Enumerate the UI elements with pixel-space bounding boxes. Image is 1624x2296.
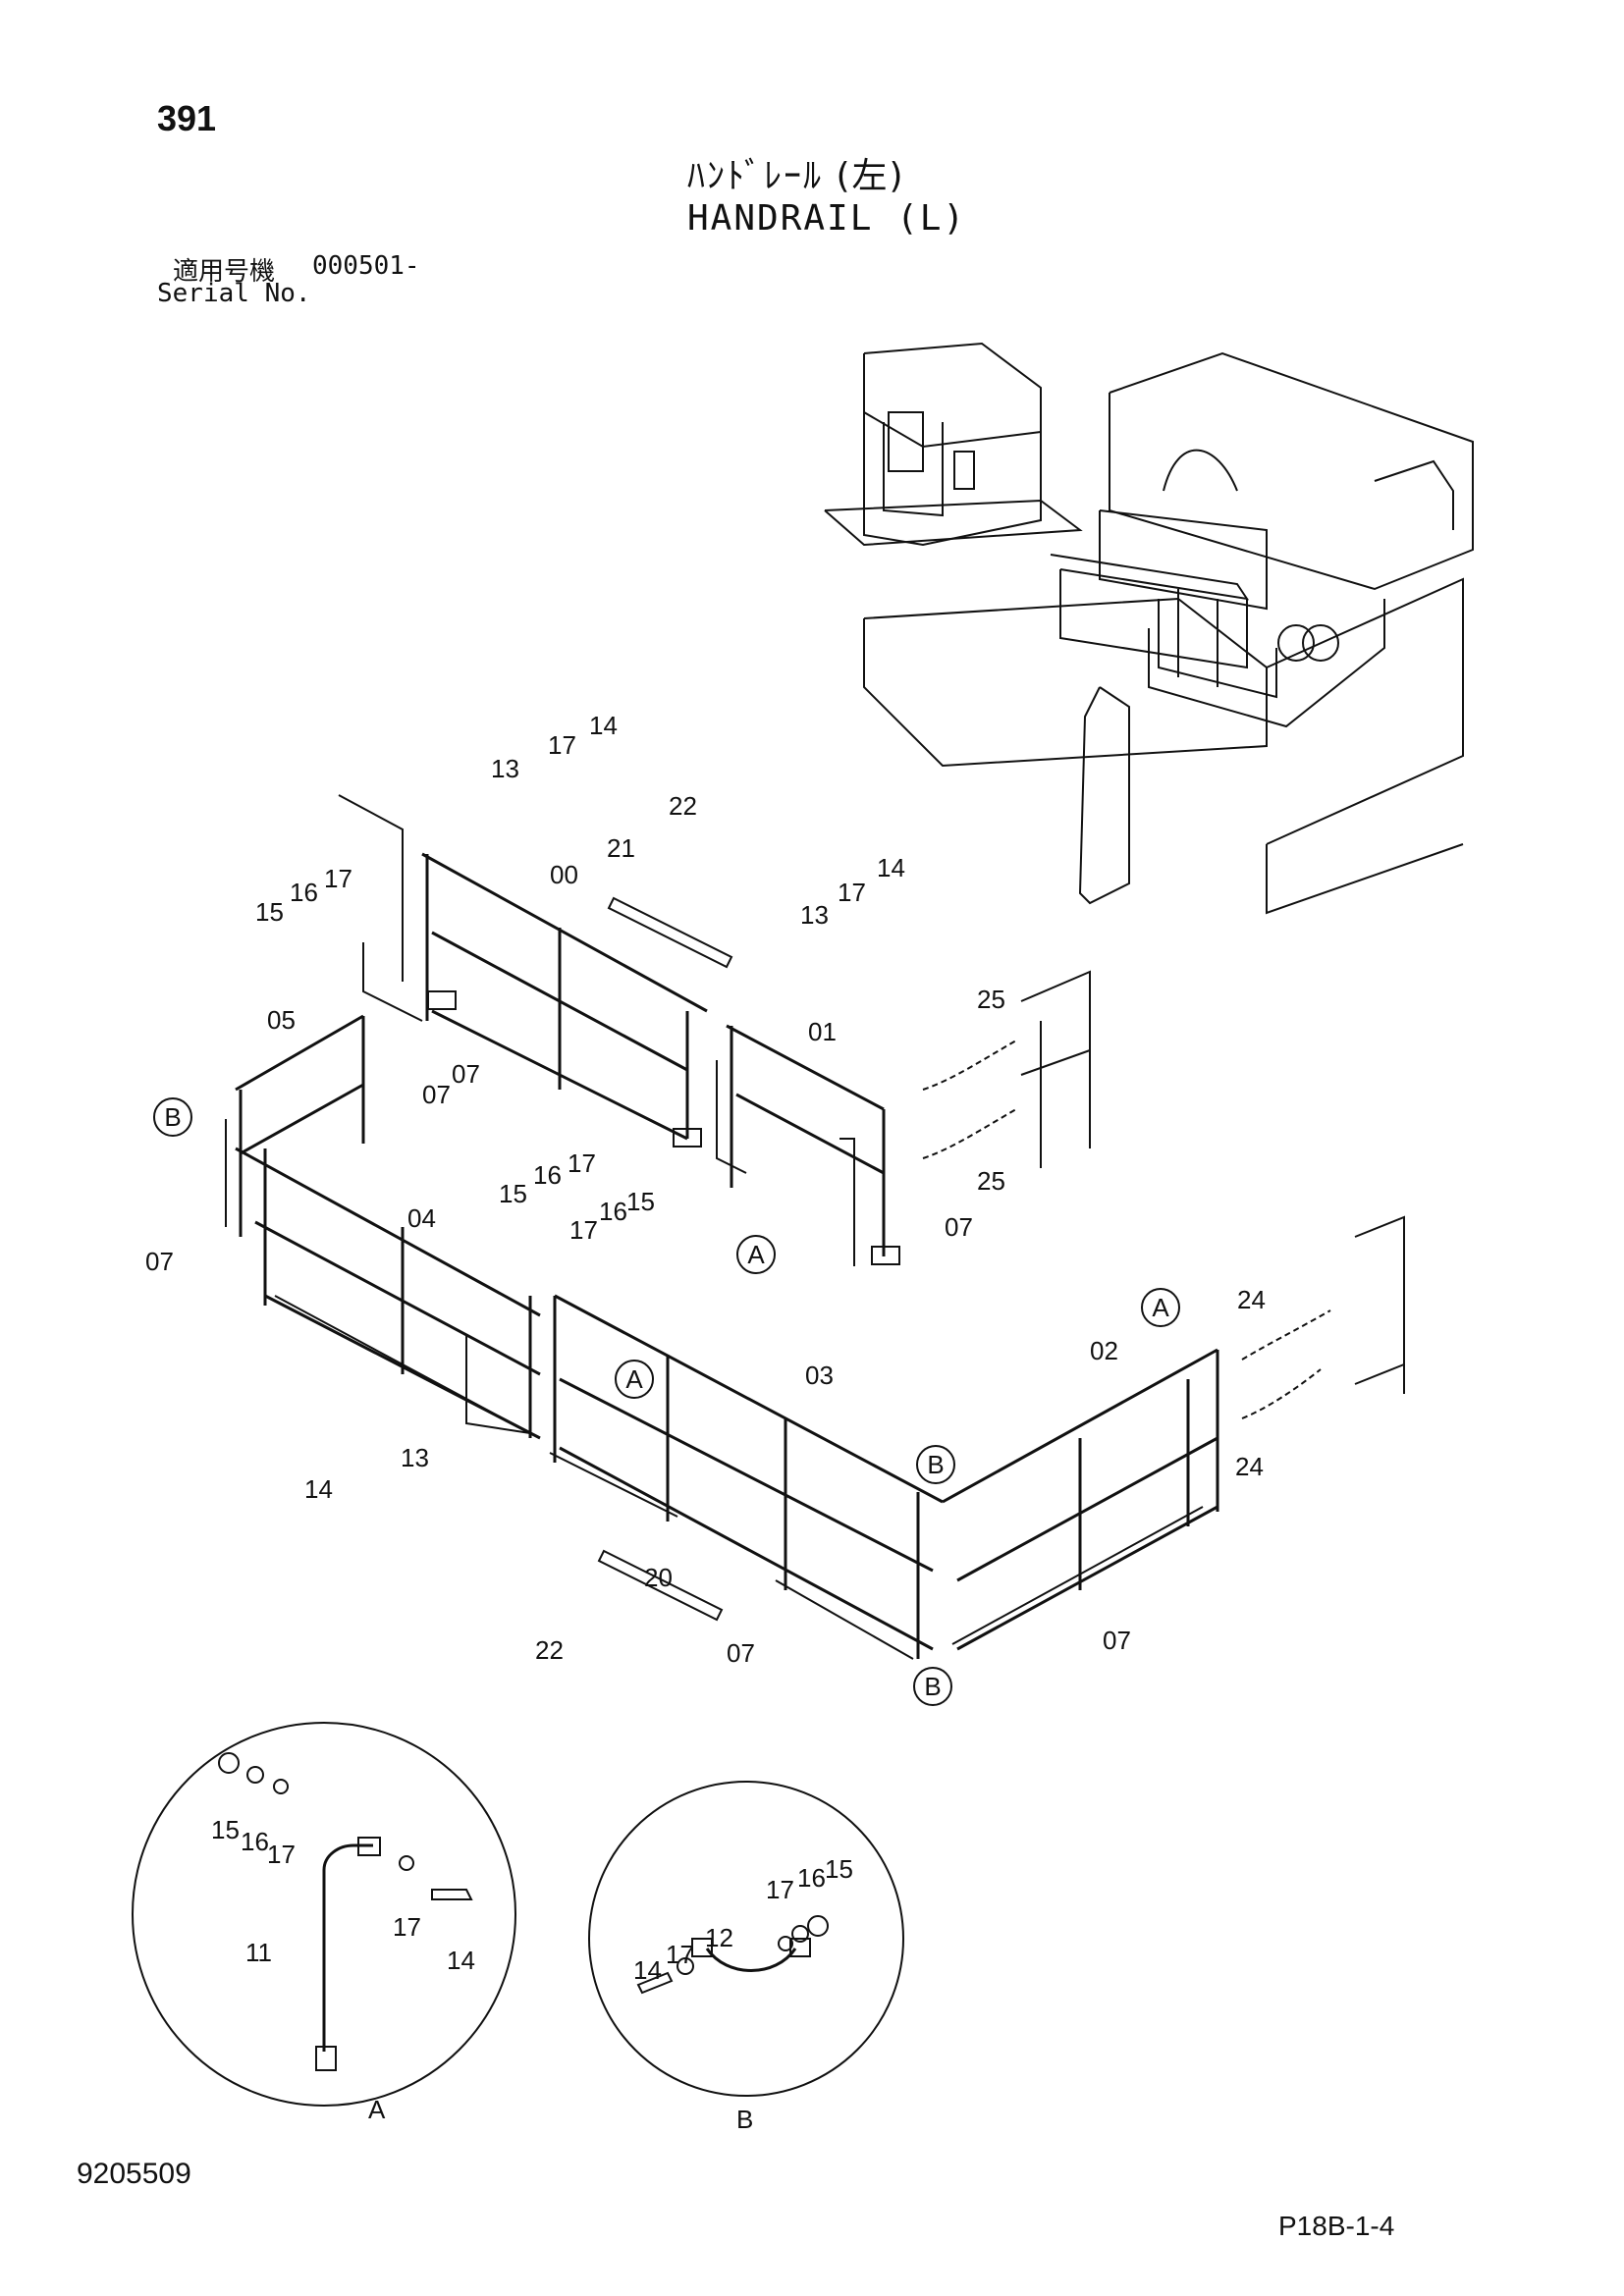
- title-english: HANDRAIL (L): [687, 198, 967, 239]
- part-callouts: 00 01 02 03 04 05 07 07 07 07 07 07 13 1…: [145, 711, 1266, 1668]
- callout-24-b: 24: [1235, 1452, 1264, 1481]
- handrail-01: [716, 970, 1091, 1266]
- detail-b-callouts: 17 16 15 14 17 12 B: [633, 1854, 853, 2134]
- callout-07-a: 07: [452, 1059, 480, 1089]
- handrail-05: [225, 1014, 365, 1237]
- callout-14-c: 14: [304, 1474, 333, 1504]
- marker-a2: A: [625, 1364, 643, 1394]
- callout-14-a: 14: [589, 711, 618, 740]
- callout-24-a: 24: [1237, 1285, 1266, 1314]
- callout-07-b: 07: [422, 1080, 451, 1109]
- callout-17-b: 17: [548, 730, 576, 760]
- detail-a-11: 11: [245, 1938, 272, 1967]
- detail-b-12: 12: [705, 1923, 733, 1952]
- page-code: P18B-1-4: [1278, 2211, 1395, 2241]
- chains: [922, 1040, 1331, 1419]
- machine-handrail: [1050, 509, 1385, 728]
- detail-a-15: 15: [211, 1815, 240, 1844]
- marker-a3: A: [1152, 1293, 1169, 1322]
- callout-07-e: 07: [727, 1638, 755, 1668]
- title-japanese: ﾊﾝﾄﾞﾚｰﾙ (左): [687, 156, 905, 196]
- callout-07-c: 07: [145, 1247, 174, 1276]
- callout-16-a: 16: [290, 878, 318, 907]
- callout-20: 20: [644, 1563, 673, 1592]
- callout-13-a: 13: [491, 754, 519, 783]
- callout-15-a: 15: [255, 897, 284, 927]
- callout-03: 03: [805, 1361, 834, 1390]
- callout-04: 04: [407, 1203, 436, 1233]
- callout-17-e: 17: [569, 1215, 598, 1245]
- callout-17-d: 17: [568, 1148, 596, 1178]
- callout-17-a: 17: [324, 864, 352, 893]
- detail-b-14: 14: [633, 1955, 662, 1985]
- ref-markers: B A A A B B: [153, 1097, 1180, 1706]
- handrail-04: [235, 1147, 541, 1440]
- handrail-02: [942, 1215, 1405, 1651]
- callout-02: 02: [1090, 1336, 1118, 1365]
- document-number: 9205509: [77, 2158, 191, 2190]
- callout-25-b: 25: [977, 1166, 1005, 1196]
- detail-b-17-b: 17: [666, 1940, 694, 1969]
- detail-b-17-a: 17: [766, 1875, 794, 1904]
- callout-22-a: 22: [669, 791, 697, 821]
- detail-a-16: 16: [241, 1827, 269, 1856]
- detail-a-17-b: 17: [393, 1912, 421, 1942]
- page-number: 391: [157, 98, 217, 138]
- detail-a-label: A: [368, 2095, 386, 2124]
- serial-label-english: Serial No.: [157, 279, 311, 308]
- detail-a-17-a: 17: [267, 1840, 296, 1869]
- callout-17-c: 17: [838, 878, 866, 907]
- brace-plates: [597, 896, 733, 1622]
- serial-value: 000501-: [312, 251, 420, 281]
- marker-b1: B: [164, 1102, 181, 1132]
- serial-label-japanese: 適用号機: [173, 257, 276, 287]
- machine-overview: [824, 342, 1474, 915]
- callout-13-b: 13: [800, 900, 829, 930]
- marker-a1: A: [747, 1240, 765, 1269]
- handrail-03: [549, 1294, 944, 1660]
- detail-b-15: 15: [825, 1854, 853, 1884]
- detail-circle-b: [588, 1781, 904, 2097]
- callout-07-f: 07: [1103, 1626, 1131, 1655]
- callout-14-b: 14: [877, 853, 905, 882]
- callout-15-c: 15: [626, 1187, 655, 1216]
- detail-a-callouts: 15 16 17 17 14 11 A: [211, 1815, 475, 2124]
- marker-b3: B: [924, 1672, 941, 1701]
- callout-21: 21: [607, 833, 635, 863]
- callout-25-a: 25: [977, 985, 1005, 1014]
- callout-22-b: 22: [535, 1635, 564, 1665]
- callout-13-c: 13: [401, 1443, 429, 1472]
- callout-00: 00: [550, 860, 578, 889]
- callout-16-b: 16: [533, 1160, 562, 1190]
- callout-15-b: 15: [499, 1179, 527, 1208]
- detail-a-14: 14: [447, 1946, 475, 1975]
- callout-16-c: 16: [599, 1197, 627, 1226]
- callout-07-d: 07: [945, 1212, 973, 1242]
- detail-circle-a: [132, 1722, 516, 2107]
- callout-05: 05: [267, 1005, 296, 1035]
- marker-b2: B: [927, 1450, 944, 1479]
- detail-b-label: B: [736, 2105, 753, 2134]
- handrail-00: [338, 794, 708, 1148]
- detail-b-16: 16: [797, 1863, 826, 1893]
- callout-01: 01: [808, 1017, 837, 1046]
